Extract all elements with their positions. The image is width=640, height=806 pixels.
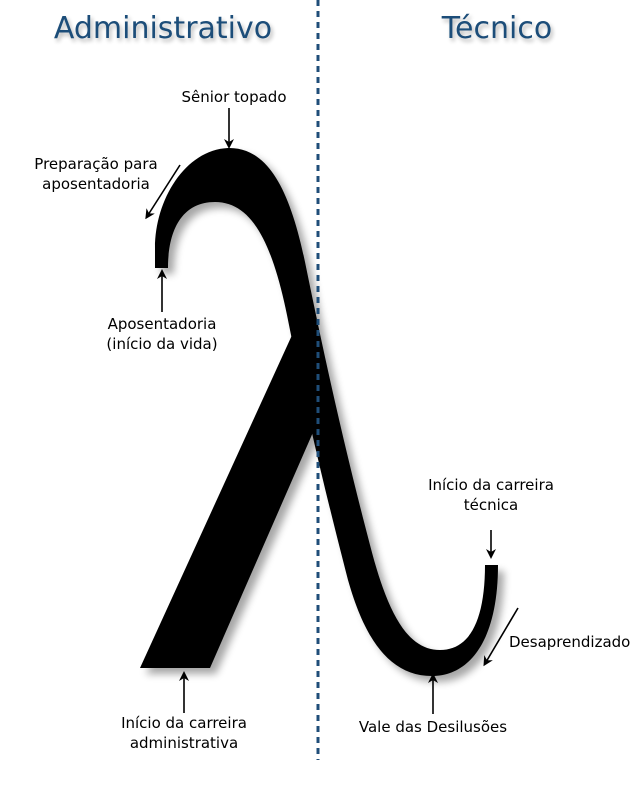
- label-inicio-admin-line2: administrativa: [130, 734, 238, 752]
- heading-administrativo: Administrativo: [54, 11, 272, 46]
- heading-tecnico: Técnico: [441, 11, 552, 46]
- lambda-right-stroke: [155, 147, 498, 677]
- label-aposentadoria-line1: Aposentadoria: [108, 315, 217, 333]
- label-inicio-tecnica-line2: técnica: [464, 496, 518, 514]
- label-aposentadoria-line2: (início da vida): [106, 335, 217, 353]
- arrow-preparacao: [145, 164, 181, 220]
- lambda-left-leg: [140, 322, 328, 668]
- label-vale: Vale das Desilusões: [359, 718, 507, 736]
- label-preparacao-line1: Preparação para: [34, 155, 157, 173]
- label-inicio-admin-line1: Início da carreira: [121, 714, 247, 732]
- label-desaprendizado: Desaprendizado: [509, 633, 630, 651]
- label-senior-topado: Sênior topado: [181, 88, 286, 106]
- lambda-shape: [140, 147, 498, 677]
- label-preparacao-line2: aposentadoria: [42, 175, 150, 193]
- label-inicio-tecnica-line1: Início da carreira: [428, 476, 554, 494]
- arrow-desaprendizado: [483, 607, 519, 667]
